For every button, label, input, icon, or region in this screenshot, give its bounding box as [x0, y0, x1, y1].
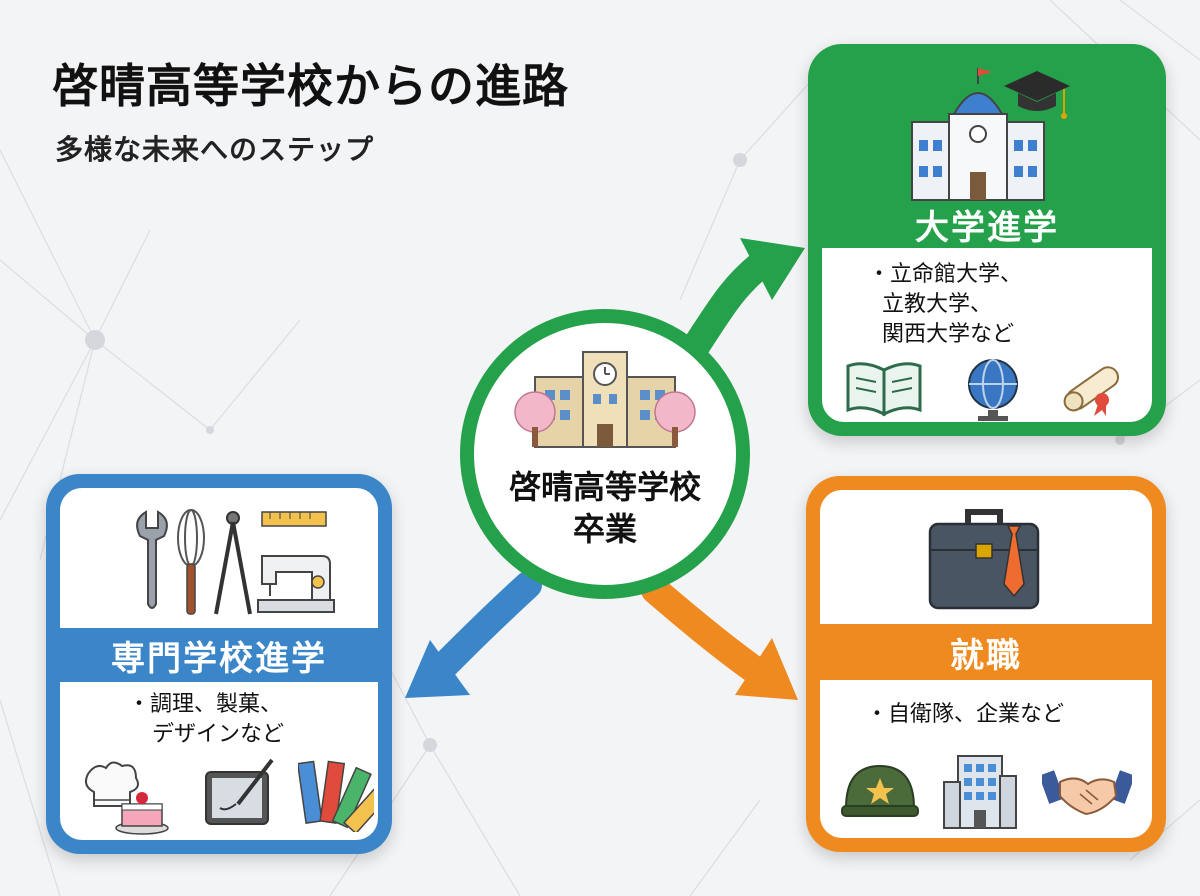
employment-heading: 就職 [950, 635, 1022, 676]
university-item: 関西大学など [882, 322, 1015, 347]
page-subtitle: 多様な未来へのステップ [55, 133, 375, 166]
graduation-text: 卒業 [572, 510, 637, 548]
cake-icon [115, 792, 169, 835]
helmet-icon [841, 764, 919, 817]
vocational-card: 専門学校進学 ・調理、製菓、 デザインなど [46, 474, 392, 854]
arrow-head-employment [735, 638, 798, 700]
briefcase-icon [928, 509, 1040, 610]
graduation-label: 啓晴高等学校 卒業 [470, 466, 740, 550]
whisk-icon [177, 509, 205, 615]
vocational-item: ・調理、製菓、 [128, 692, 283, 717]
university-item: 立教大学、 [882, 292, 993, 317]
arrow-head-vocational [405, 640, 470, 698]
drawing-tablet-icon [205, 758, 274, 825]
handshake-icon [1042, 770, 1132, 816]
ruler-icon [261, 511, 327, 527]
employment-tools-area [820, 490, 1152, 624]
arrow-to-university [676, 251, 774, 369]
globe-icon [968, 359, 1018, 421]
color-swatch-icon [298, 760, 374, 832]
university-item: ・立命館大学、 [868, 262, 1023, 287]
graduation-hub [435, 302, 775, 602]
graduation-cap-icon [1004, 71, 1070, 119]
employment-item: ・自衛隊、企業など [866, 702, 1065, 727]
university-list: ・立命館大学、 立教大学、 関西大学など [868, 260, 1022, 350]
compass-icon [214, 511, 252, 615]
school-name: 啓晴高等学校 [508, 468, 701, 506]
school-building-icon [514, 351, 696, 448]
diploma-icon [1063, 366, 1119, 416]
chef-hat-icon [85, 761, 139, 807]
arrow-head-university [740, 238, 805, 300]
sewing-machine-icon [257, 555, 335, 613]
office-building-icon [943, 755, 1017, 829]
university-building-icon [911, 68, 1045, 201]
university-heading: 大学進学 [915, 207, 1059, 248]
employment-card: 就職 ・自衛隊、企業など [806, 476, 1166, 852]
vocational-body: ・調理、製菓、 デザインなど [60, 682, 378, 840]
employment-body: ・自衛隊、企業など [820, 680, 1152, 838]
vocational-list: ・調理、製菓、 デザインなど [128, 690, 284, 750]
arrow-to-employment [641, 576, 766, 682]
wrench-icon [136, 510, 168, 609]
employment-list: ・自衛隊、企業など [866, 700, 1064, 730]
arrow-to-vocational [431, 571, 542, 679]
page-title: 啓晴高等学校からの進路 [52, 59, 569, 113]
vocational-tools-area [60, 488, 378, 628]
vocational-item: デザインなど [152, 722, 285, 747]
university-body: ・立命館大学、 立教大学、 関西大学など [822, 248, 1152, 422]
vocational-heading: 専門学校進学 [111, 638, 327, 679]
open-book-icon [846, 362, 922, 417]
university-card: 大学進学 ・立命館大学、 立教大学、 関西大学など [808, 44, 1166, 436]
